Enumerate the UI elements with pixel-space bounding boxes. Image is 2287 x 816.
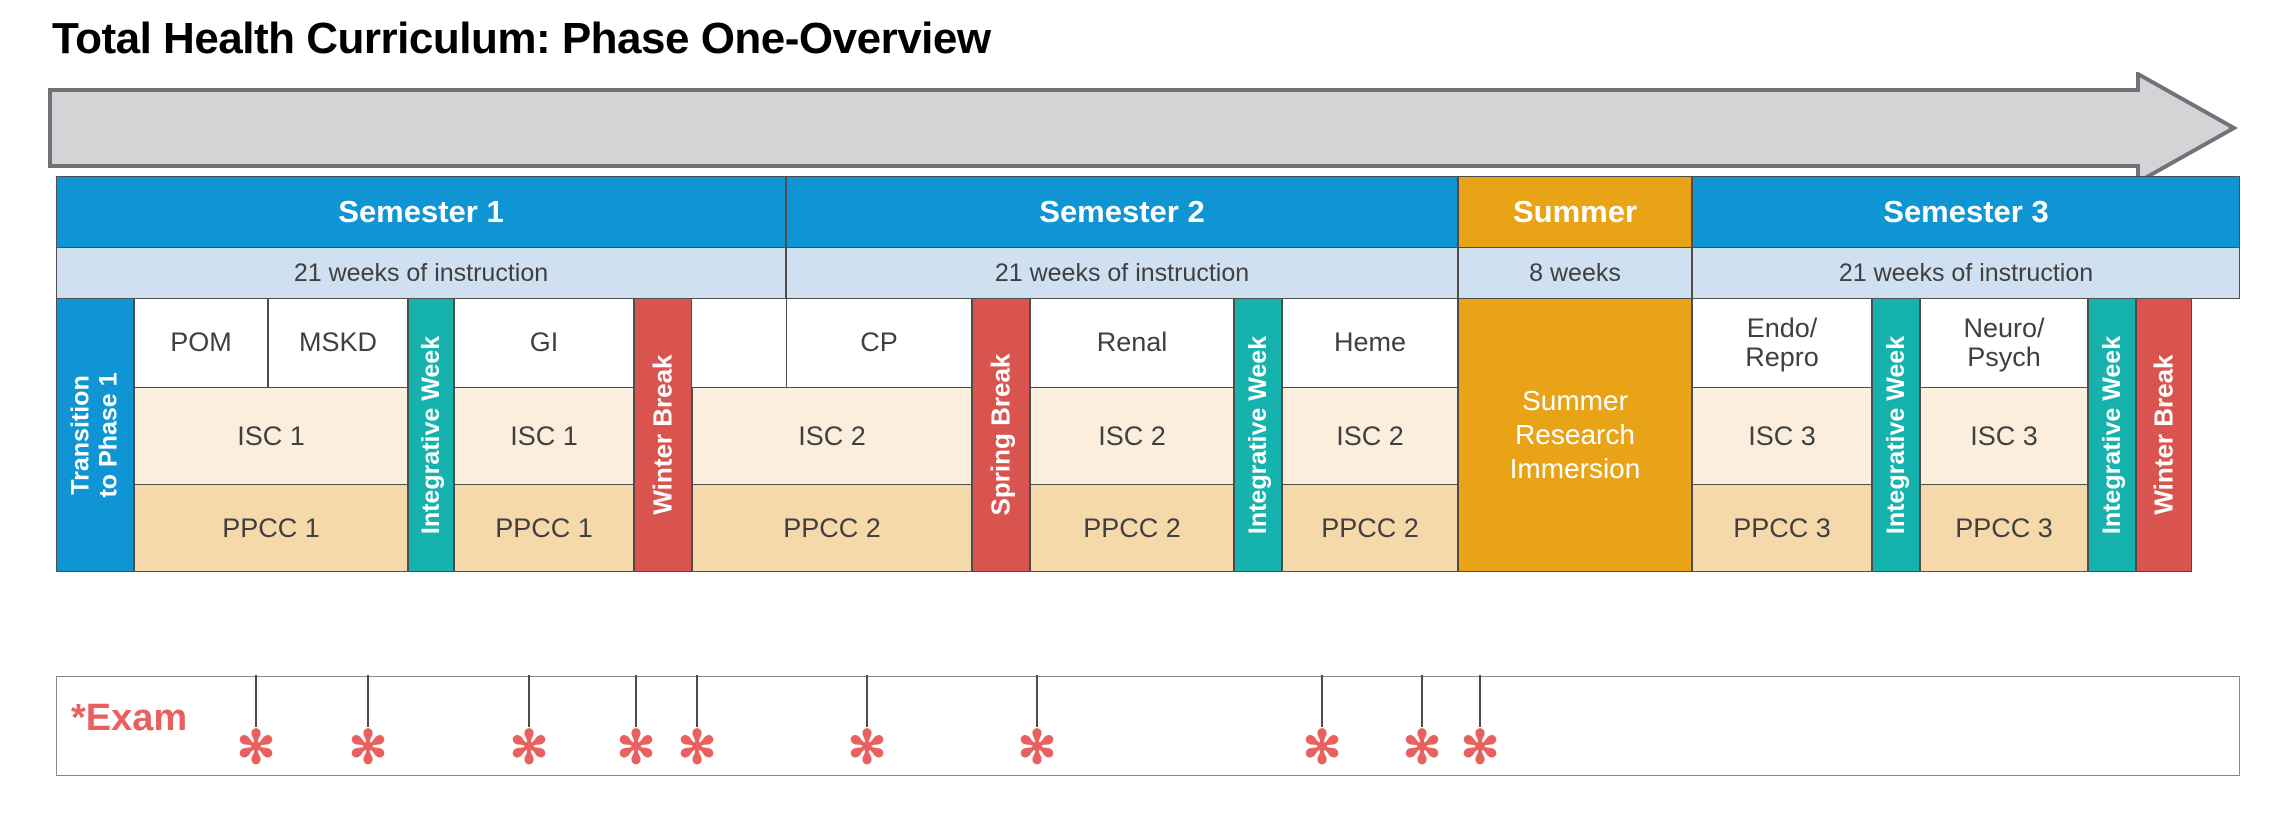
course-renal: Renal (1030, 298, 1234, 388)
isc-1-b: ISC 1 (454, 387, 634, 485)
ppcc-row: PPCC 1 PPCC 1 PPCC 2 PPCC 2 PPCC 2 PPCC … (56, 484, 2240, 572)
semester-header-summer: Summer (1458, 176, 1692, 248)
exam-tick-8 (1321, 675, 1323, 727)
block-integrative-week-4: Integrative Week (2088, 298, 2136, 572)
ppcc-1-a: PPCC 1 (134, 484, 408, 572)
weeks-row: 21 weeks of instruction 21 weeks of inst… (56, 247, 2240, 299)
exam-mark-10: ✻ (1460, 722, 1500, 773)
course-neuro-psych: Neuro/ Psych (1920, 298, 2088, 388)
isc-row: ISC 1 ISC 1 ISC 2 ISC 2 ISC 2 ISC 3 ISC … (56, 387, 2240, 485)
exam-tick-6 (866, 675, 868, 727)
block-spring-break: Spring Break (972, 298, 1030, 572)
curriculum-grid: Semester 1 Semester 2 Summer Semester 3 … (56, 176, 2240, 680)
exam-tick-7 (1036, 675, 1038, 727)
exam-mark-8: ✻ (1302, 722, 1342, 773)
exam-mark-1: ✻ (236, 722, 276, 773)
exam-mark-7: ✻ (1017, 722, 1057, 773)
course-pom: POM (134, 298, 268, 388)
block-integrative-week-1: Integrative Week (408, 298, 454, 572)
weeks-semester-1: 21 weeks of instruction (56, 247, 786, 299)
isc-2-b: ISC 2 (1030, 387, 1234, 485)
ppcc-1-b: PPCC 1 (454, 484, 634, 572)
isc-3-a: ISC 3 (1692, 387, 1872, 485)
semester-header-semester-2: Semester 2 (786, 176, 1458, 248)
course-row: POM MSKD GI CP Renal Heme Endo/ Repro Ne… (56, 298, 2240, 388)
semester-header-row: Semester 1 Semester 2 Summer Semester 3 (56, 176, 2240, 248)
isc-3-b: ISC 3 (1920, 387, 2088, 485)
page-title: Total Health Curriculum: Phase One-Overv… (52, 14, 991, 63)
isc-2-c: ISC 2 (1282, 387, 1458, 485)
exam-tick-1 (255, 675, 257, 727)
exam-mark-9: ✻ (1402, 722, 1442, 773)
exam-mark-4: ✻ (616, 722, 656, 773)
ppcc-2-a: PPCC 2 (692, 484, 972, 572)
weeks-semester-2: 21 weeks of instruction (786, 247, 1458, 299)
exam-tick-2 (367, 675, 369, 727)
exam-legend-label: *Exam (71, 697, 188, 739)
ppcc-2-b: PPCC 2 (1030, 484, 1234, 572)
block-winter-break-1: Winter Break (634, 298, 692, 572)
timeline-progression-arrow (48, 72, 2239, 184)
exam-mark-2: ✻ (348, 722, 388, 773)
exam-tick-9 (1421, 675, 1423, 727)
course-heme: Heme (1282, 298, 1458, 388)
block-winter-break-2: Winter Break (2136, 298, 2192, 572)
course-gi: GI (454, 298, 634, 388)
block-transition-to-phase-1: Transition to Phase 1 (56, 298, 134, 572)
semester-header-semester-3: Semester 3 (1692, 176, 2240, 248)
exam-tick-10 (1479, 675, 1481, 727)
exam-mark-5: ✻ (677, 722, 717, 773)
weeks-summer: 8 weeks (1458, 247, 1692, 299)
block-summer-research-immersion: Summer Research Immersion (1458, 298, 1692, 572)
exam-tick-4 (635, 675, 637, 727)
exam-legend-row: *Exam ✻ ✻ ✻ ✻ ✻ ✻ ✻ ✻ ✻ ✻ (56, 675, 2240, 776)
exam-mark-6: ✻ (847, 722, 887, 773)
ppcc-3-b: PPCC 3 (1920, 484, 2088, 572)
ppcc-3-a: PPCC 3 (1692, 484, 1872, 572)
block-integrative-week-3: Integrative Week (1872, 298, 1920, 572)
exam-tick-3 (528, 675, 530, 727)
weeks-semester-3: 21 weeks of instruction (1692, 247, 2240, 299)
block-integrative-week-2: Integrative Week (1234, 298, 1282, 572)
course-mskd: MSKD (268, 298, 408, 388)
ppcc-2-c: PPCC 2 (1282, 484, 1458, 572)
course-endo-repro: Endo/ Repro (1692, 298, 1872, 388)
exam-mark-3: ✻ (509, 722, 549, 773)
exam-tick-5 (696, 675, 698, 727)
semester-header-semester-1: Semester 1 (56, 176, 786, 248)
isc-1-a: ISC 1 (134, 387, 408, 485)
isc-2-a: ISC 2 (692, 387, 972, 485)
course-cp: CP (786, 298, 972, 388)
